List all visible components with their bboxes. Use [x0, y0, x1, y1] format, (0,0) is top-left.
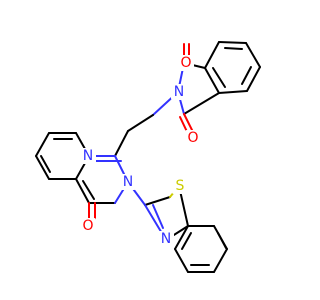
benzothiazole-sulfur-label: S	[176, 178, 185, 194]
phthalimide-nitrogen-label: N	[174, 84, 184, 100]
quinazoline-nitrogen-1-label: N	[83, 148, 93, 164]
molecule-structure: O N O N N O S N	[35, 41, 261, 273]
benzothiazole-nitrogen-label: N	[161, 231, 171, 247]
quinazolinone-oxygen-label: O	[82, 218, 93, 234]
benzothiazole-group	[127, 181, 228, 273]
molecule-diagram: O N O N N O S N	[35, 41, 261, 273]
atom-label-backgrounds	[80, 55, 201, 247]
phthalimide-bottom-oxygen-label: O	[187, 130, 198, 146]
ethylene-linker	[127, 91, 179, 132]
quinazoline-nitrogen-3-label: N	[123, 174, 133, 190]
quinazolinone-core	[35, 130, 129, 204]
phthalimide-top-oxygen-label: O	[180, 55, 191, 71]
phthalimide-benzene-ring	[204, 41, 261, 94]
